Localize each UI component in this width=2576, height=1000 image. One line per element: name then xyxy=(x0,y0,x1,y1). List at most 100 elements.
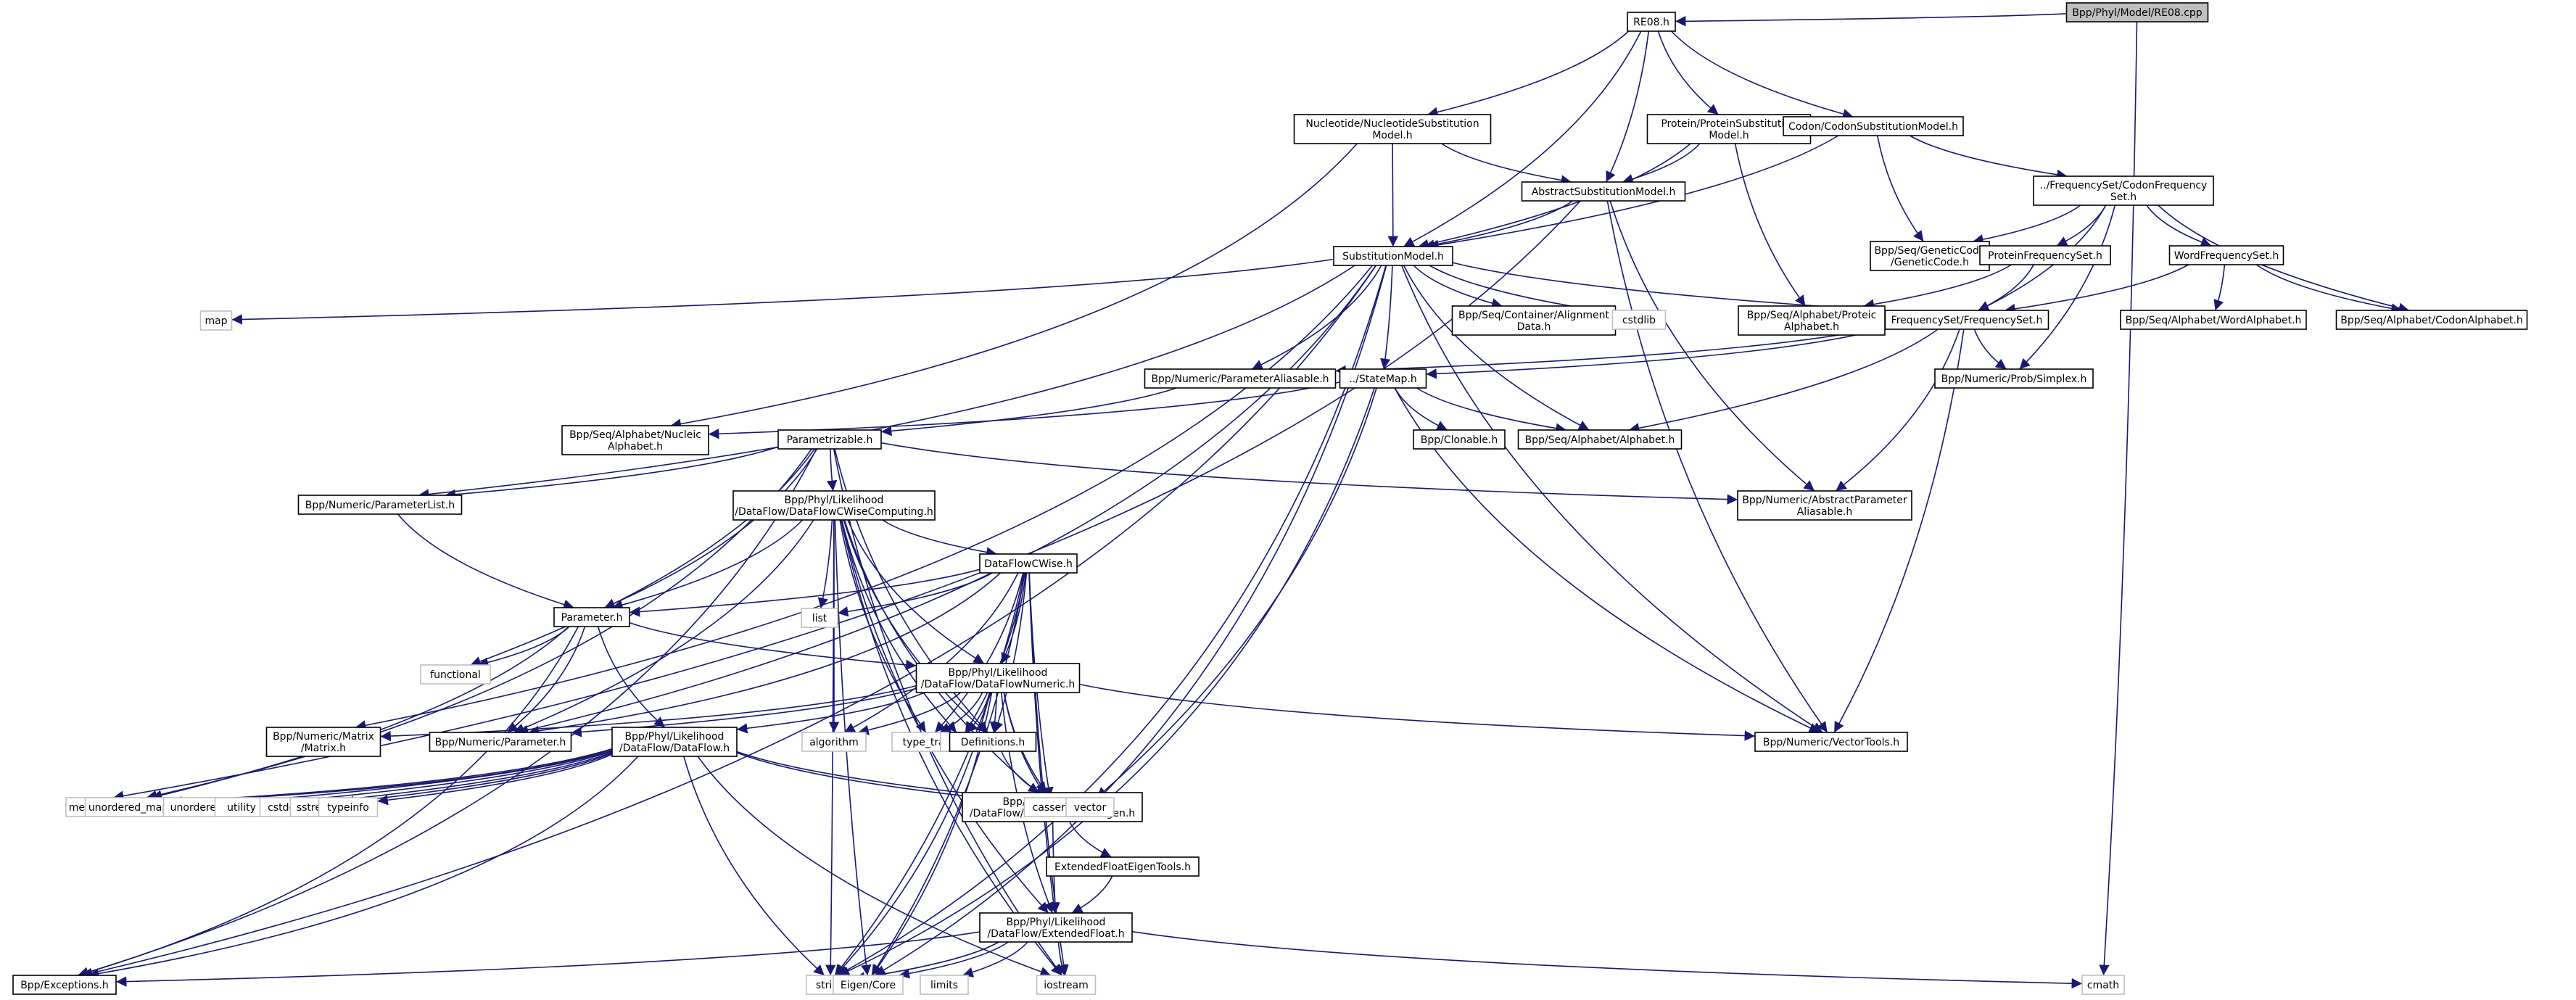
edge-nucsub-to-abssub xyxy=(1441,143,1572,186)
edge-submodel-to-freqset xyxy=(1452,262,1886,315)
node-box xyxy=(1046,856,1200,877)
edge-re08h-to-nucsub xyxy=(1427,30,1630,117)
edge-dfcwc-to-type_traits xyxy=(839,519,927,733)
edge-extfloat-to-cmath xyxy=(1131,930,2083,989)
node-dfnumeric[interactable]: Bpp/Phyl/Likelihood/DataFlow/DataFlowNum… xyxy=(915,663,1081,693)
node-label: DataFlowCWise.h xyxy=(984,558,1073,570)
node-label: /GeneticCode.h xyxy=(1891,257,1969,268)
node-box xyxy=(801,732,867,752)
node-alphabet[interactable]: Bpp/Seq/Alphabet/Alphabet.h xyxy=(1517,429,1683,450)
edge-parameterh-to-exceptions xyxy=(78,626,579,978)
node-box xyxy=(199,310,233,331)
node-label: Parametrizable.h xyxy=(787,434,873,446)
node-wordalpha[interactable]: Bpp/Seq/Alphabet/WordAlphabet.h xyxy=(2120,310,2307,330)
edge-submodel-to-string xyxy=(837,265,1387,976)
node-dfcwc[interactable]: Bpp/Phyl/Likelihood/DataFlow/DataFlowCWi… xyxy=(732,490,936,521)
node-typeinfo[interactable]: typeinfo xyxy=(318,797,379,817)
edge-re08h-to-abssub xyxy=(1605,30,1650,183)
node-submodel[interactable]: SubstitutionModel.h xyxy=(1333,246,1453,266)
node-algorithm[interactable]: algorithm xyxy=(801,732,867,752)
node-label: iostream xyxy=(1044,980,1089,991)
node-definitions[interactable]: Definitions.h xyxy=(949,732,1037,752)
edge-dfcwc-to-string xyxy=(825,519,836,976)
node-extfloat[interactable]: Bpp/Phyl/Likelihood/DataFlow/ExtendedFlo… xyxy=(979,912,1133,943)
edge-parametrizable-to-functional xyxy=(470,448,815,666)
edge-parameterh-to-numparam xyxy=(506,626,586,733)
node-paramlist[interactable]: Bpp/Numeric/ParameterList.h xyxy=(297,495,463,515)
node-label: Bpp/Phyl/Likelihood xyxy=(949,667,1048,679)
node-box xyxy=(2120,310,2307,330)
node-unordered_map[interactable]: unordered_map xyxy=(84,797,173,817)
node-label: typeinfo xyxy=(327,802,369,814)
node-vectortools[interactable]: Bpp/Numeric/VectorTools.h xyxy=(1754,732,1908,752)
node-root[interactable]: Bpp/Phyl/Model/RE08.cpp xyxy=(2065,2,2209,22)
node-dataflow[interactable]: Bpp/Phyl/Likelihood/DataFlow/DataFlow.h xyxy=(611,727,738,757)
edge-codonsub-to-geneticcode xyxy=(1876,135,1924,242)
edge-submodel-to-map xyxy=(231,258,1334,325)
edge-root-to-re08h xyxy=(1675,13,2067,27)
edge-parameterh-to-dfnumeric xyxy=(629,622,917,671)
node-box xyxy=(1737,490,1912,521)
node-list[interactable]: list xyxy=(801,608,838,628)
edge-dfcwc-to-dfcwise xyxy=(882,519,997,558)
edge-submodel-to-vectortools xyxy=(1400,265,1823,733)
node-wordfreq[interactable]: WordFrequencySet.h xyxy=(2168,245,2284,265)
node-label: Model.h xyxy=(1372,130,1412,141)
edge-extfloat-to-eigencore xyxy=(899,941,1009,979)
node-utility[interactable]: utility xyxy=(214,797,269,817)
node-cmath[interactable]: cmath xyxy=(2081,975,2125,995)
node-label: Bpp/Numeric/AbstractParameter xyxy=(1742,495,1907,506)
node-protfreq[interactable]: ProteinFrequencySet.h xyxy=(1979,245,2111,265)
node-clonable[interactable]: Bpp/Clonable.h xyxy=(1413,429,1506,450)
node-box xyxy=(2033,175,2214,206)
node-label: utility xyxy=(227,802,256,814)
node-cstdlib[interactable]: cstdlib xyxy=(1611,310,1667,330)
node-exceptions[interactable]: Bpp/Exceptions.h xyxy=(12,975,117,995)
edge-submodel-to-matrix xyxy=(355,265,1374,731)
node-box xyxy=(561,425,709,455)
node-codonsub[interactable]: Codon/CodonSubstitutionModel.h xyxy=(1783,116,1964,136)
node-re08h[interactable]: RE08.h xyxy=(1627,12,1676,32)
node-statemap[interactable]: ../StateMap.h xyxy=(1339,368,1427,389)
node-paramalias[interactable]: Bpp/Numeric/ParameterAliasable.h xyxy=(1144,368,1337,389)
node-matrix[interactable]: Bpp/Numeric/Matrix/Matrix.h xyxy=(265,727,381,757)
node-limits[interactable]: limits xyxy=(920,975,969,995)
node-parametrizable[interactable]: Parametrizable.h xyxy=(777,429,882,450)
node-vector[interactable]: vector xyxy=(1065,797,1115,817)
node-box xyxy=(777,429,882,450)
node-map[interactable]: map xyxy=(199,310,233,331)
edge-parameterh-to-unordered_map xyxy=(151,626,569,801)
edge-protsub-to-protalpha xyxy=(1734,143,1807,307)
node-efeigentools[interactable]: ExtendedFloatEigenTools.h xyxy=(1046,856,1200,877)
node-geneticcode[interactable]: Bpp/Seq/GeneticCode/GeneticCode.h xyxy=(1870,241,1990,271)
edge-extfloat-to-exceptions xyxy=(115,931,981,987)
node-label: cmath xyxy=(2087,980,2119,991)
edge-dfcwc-to-dfnumeric xyxy=(847,519,985,664)
edge-statemap-to-string xyxy=(838,387,1375,976)
node-eigencore[interactable]: Eigen/Core xyxy=(833,975,904,995)
edge-protfreq-to-protalpha xyxy=(1863,264,2012,310)
node-freqset[interactable]: FrequencySet/FrequencySet.h xyxy=(1884,310,2049,330)
node-box xyxy=(1521,181,1686,202)
node-iostream[interactable]: iostream xyxy=(1036,975,1097,995)
node-label: Data.h xyxy=(1517,321,1551,333)
node-simplex[interactable]: Bpp/Numeric/Prob/Simplex.h xyxy=(1934,368,2094,389)
node-abssub[interactable]: AbstractSubstitutionModel.h xyxy=(1521,181,1686,202)
node-codonalpha[interactable]: Bpp/Seq/Alphabet/CodonAlphabet.h xyxy=(2335,310,2528,330)
node-numparam[interactable]: Bpp/Numeric/Parameter.h xyxy=(429,732,572,752)
node-parameterh[interactable]: Parameter.h xyxy=(553,607,630,627)
node-dfcwise[interactable]: DataFlowCWise.h xyxy=(979,553,1078,574)
edge-definitions-to-efeigen xyxy=(1001,751,1040,793)
edge-dfcwc-to-parameterh xyxy=(611,519,804,611)
node-label: Set.h xyxy=(2110,191,2137,203)
edge-protfreq-to-freqset xyxy=(1978,264,2034,311)
node-functional[interactable]: functional xyxy=(420,664,491,685)
edge-wordfreq-to-freqset xyxy=(2005,264,2189,315)
node-label: Alphabet.h xyxy=(1784,321,1839,333)
